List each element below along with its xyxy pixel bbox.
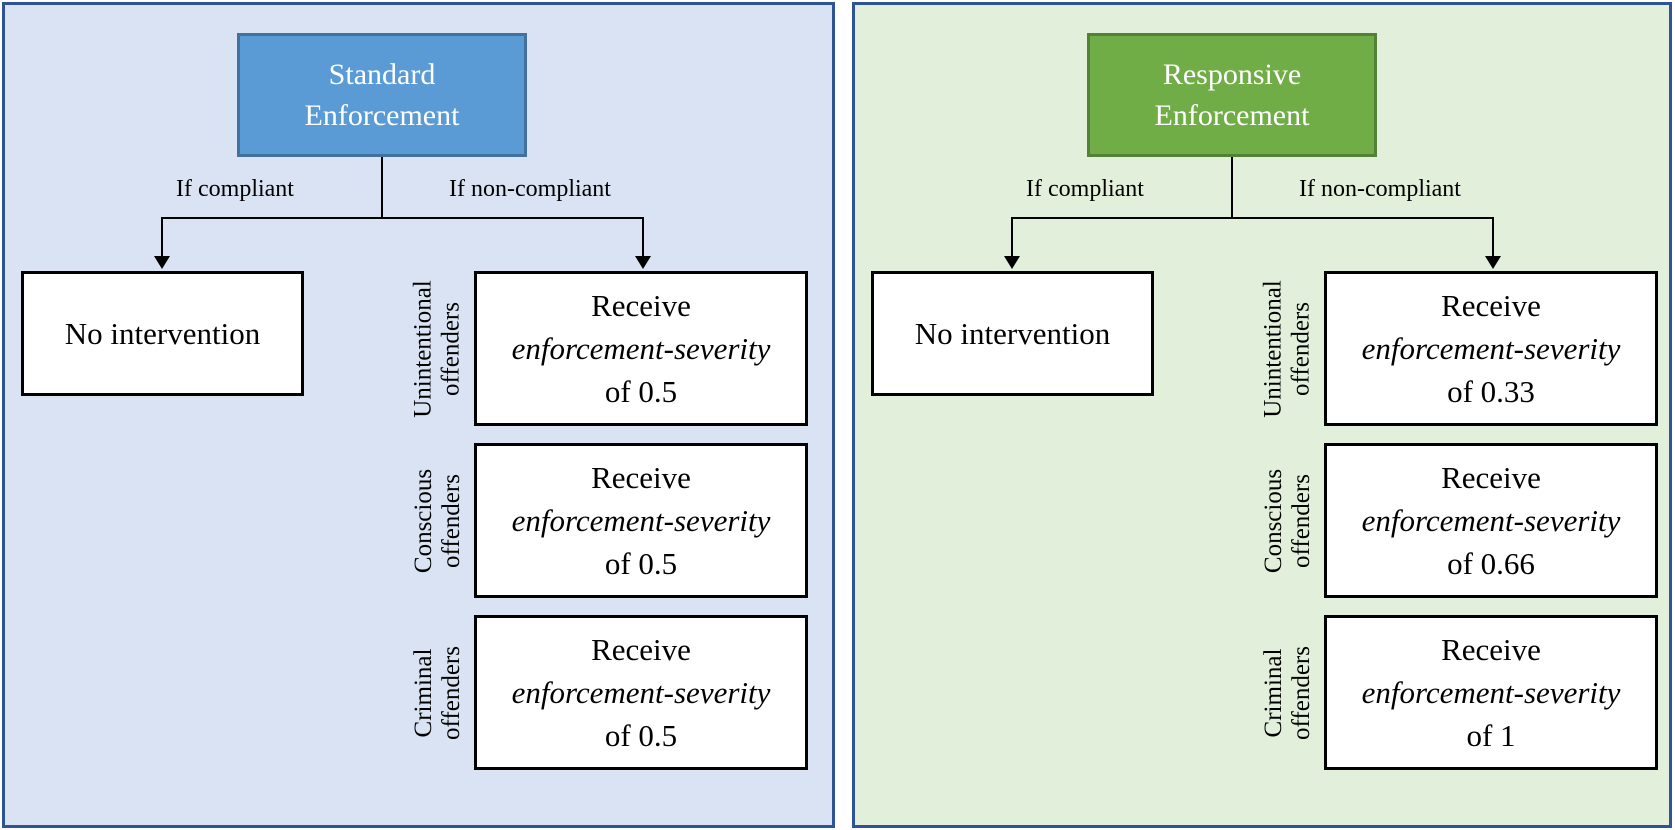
arrow-down-icon: [1004, 256, 1020, 269]
severity-term: enforcement-severity: [511, 503, 771, 538]
category-line2: offenders: [438, 645, 466, 740]
responsive-enforcement-header: Responsive Enforcement: [1087, 33, 1377, 157]
if-compliant-label: If compliant: [176, 176, 294, 202]
severity-box: Receive enforcement-severity of 0.33: [1324, 271, 1658, 426]
category-line2: offenders: [1288, 645, 1316, 740]
severity-term: enforcement-severity: [1361, 503, 1621, 538]
severity-value: of 0.5: [604, 374, 678, 409]
category-line1: Conscious: [1260, 468, 1287, 573]
no-intervention-box: No intervention: [871, 271, 1154, 396]
receive-label: Receive: [591, 460, 691, 495]
severity-value: of 0.33: [1447, 374, 1535, 409]
severity-value: of 0.5: [604, 546, 678, 581]
category-line1: Unintentional: [410, 279, 438, 418]
receive-label: Receive: [1441, 460, 1541, 495]
offender-category-label: Criminal offenders: [1254, 615, 1322, 770]
category-line1: Conscious: [410, 468, 437, 573]
standard-enforcement-header: Standard Enforcement: [237, 33, 527, 157]
severity-box: Receive enforcement-severity of 0.66: [1324, 443, 1658, 598]
category-line1: Criminal: [410, 648, 438, 737]
receive-label: Receive: [1441, 632, 1541, 667]
severity-term: enforcement-severity: [511, 331, 771, 366]
receive-label: Receive: [591, 288, 691, 323]
category-line2: offenders: [1288, 473, 1315, 568]
severity-box: Receive enforcement-severity of 0.5: [474, 443, 808, 598]
if-compliant-label: If compliant: [1026, 176, 1144, 202]
severity-box: Receive enforcement-severity of 0.5: [474, 615, 808, 770]
severity-term: enforcement-severity: [1361, 331, 1621, 366]
severity-box: Receive enforcement-severity of 1: [1324, 615, 1658, 770]
branch-horizontal-line: [162, 217, 644, 219]
offender-category-label: Conscious offenders: [404, 443, 472, 598]
arrow-down-icon: [154, 256, 170, 269]
compliant-branch-line: [161, 217, 163, 258]
offender-category-label: Unintentional offenders: [1254, 271, 1322, 426]
category-line2: offenders: [1288, 301, 1316, 396]
no-intervention-box: No intervention: [21, 271, 304, 396]
standard-enforcement-panel: Standard Enforcement If compliant If non…: [2, 2, 835, 828]
category-line1: Criminal: [1260, 648, 1288, 737]
arrow-down-icon: [1485, 256, 1501, 269]
arrow-down-icon: [635, 256, 651, 269]
header-title-line2: Enforcement: [1154, 99, 1310, 132]
header-title-line1: Responsive: [1162, 58, 1302, 91]
offender-category-label: Criminal offenders: [404, 615, 472, 770]
header-connector-line: [1231, 157, 1233, 218]
category-line1: Unintentional: [1260, 279, 1288, 418]
if-non-compliant-label: If non-compliant: [1299, 176, 1461, 202]
severity-value: of 0.5: [604, 718, 678, 753]
header-connector-line: [381, 157, 383, 218]
category-line2: offenders: [438, 473, 465, 568]
severity-value: of 0.66: [1447, 546, 1535, 581]
category-line2: offenders: [438, 301, 466, 396]
noncompliant-branch-line: [1492, 217, 1494, 258]
header-title-line1: Standard: [328, 58, 436, 91]
branch-horizontal-line: [1012, 217, 1494, 219]
header-title-line2: Enforcement: [304, 99, 460, 132]
responsive-enforcement-panel: Responsive Enforcement If compliant If n…: [852, 2, 1672, 828]
noncompliant-branch-line: [642, 217, 644, 258]
receive-label: Receive: [591, 632, 691, 667]
severity-term: enforcement-severity: [1361, 675, 1621, 710]
offender-category-label: Unintentional offenders: [404, 271, 472, 426]
severity-term: enforcement-severity: [511, 675, 771, 710]
if-non-compliant-label: If non-compliant: [449, 176, 611, 202]
receive-label: Receive: [1441, 288, 1541, 323]
severity-box: Receive enforcement-severity of 0.5: [474, 271, 808, 426]
compliant-branch-line: [1011, 217, 1013, 258]
severity-value: of 1: [1466, 718, 1516, 753]
offender-category-label: Conscious offenders: [1254, 443, 1322, 598]
